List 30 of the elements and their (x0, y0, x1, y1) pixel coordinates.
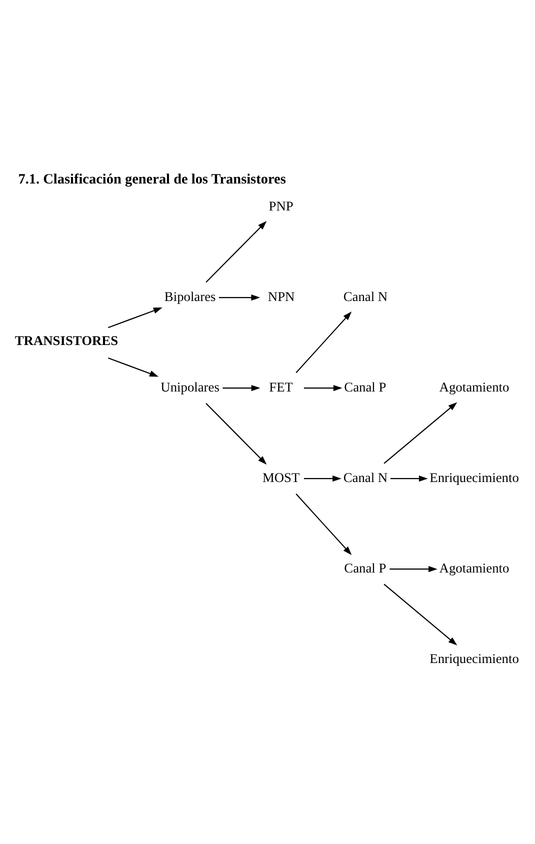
arrow (390, 566, 438, 572)
arrow (304, 384, 342, 392)
node-text: NPN (268, 288, 295, 304)
arrow (108, 308, 162, 328)
node-text: FET (269, 379, 293, 394)
node-text: Agotamiento (439, 560, 510, 576)
arrow (218, 294, 260, 301)
arrow (304, 475, 342, 482)
node-text: Bipolares (164, 288, 216, 304)
node-text: Canal N (343, 470, 388, 485)
arrow (108, 358, 159, 377)
arrow (384, 584, 458, 646)
arrow (296, 494, 352, 556)
node-text: Canal P (344, 560, 386, 576)
node-text: PNP (268, 198, 294, 214)
node-text: Enriquecimiento (430, 650, 519, 666)
node-text: Agotamiento (439, 379, 510, 394)
diagram-title: 7.1. Clasificación general de los Transistores (18, 171, 286, 188)
arrow (296, 311, 352, 374)
node-text: Enriquecimiento (430, 470, 519, 485)
node-text: Canal P (344, 379, 386, 394)
arrow (206, 403, 267, 465)
arrow (206, 221, 267, 283)
arrow (384, 402, 458, 464)
node-text: TRANSISTORES (14, 333, 118, 348)
node-text: Canal N (343, 288, 388, 304)
node-text: Unipolares (160, 379, 220, 394)
arrow (222, 384, 260, 392)
node-text: MOST (262, 470, 300, 485)
arrow (390, 475, 428, 482)
